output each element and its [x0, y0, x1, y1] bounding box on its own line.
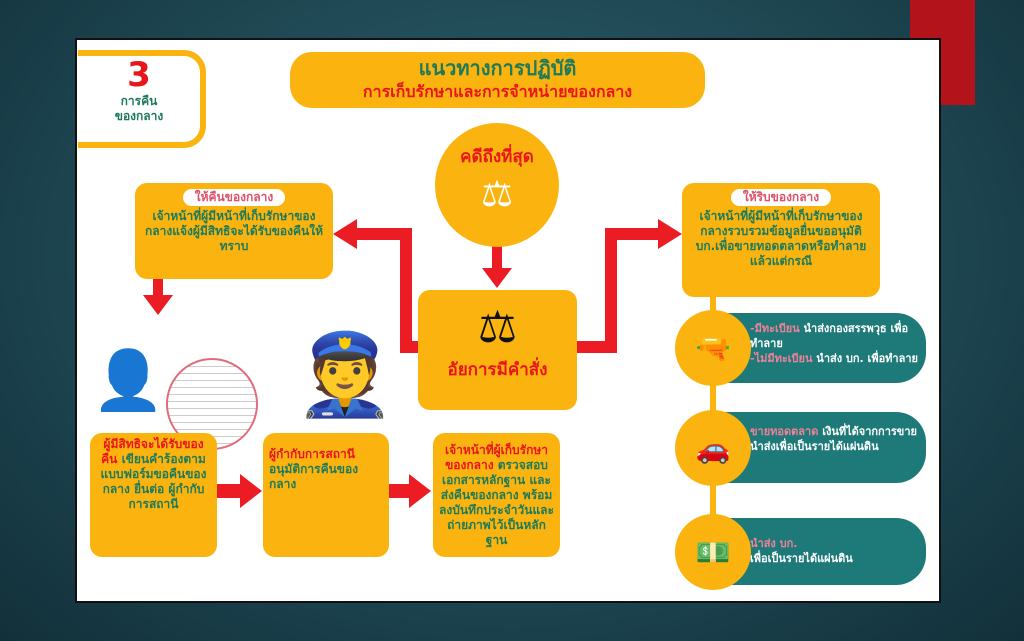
step-2-highlight: ผู้กำกับการสถานี [269, 447, 355, 461]
outcome-text: นำส่งกองสรรพวุธ เพื่อทำลาย [750, 322, 909, 350]
return-tag: ให้คืนของกลาง [182, 189, 286, 206]
outcome-firearm: -มีทะเบียน นำส่งกองสรรพวุธ เพื่อทำลาย -ไ… [712, 313, 926, 383]
arrow-right-connector [605, 228, 617, 353]
vehicle-icon: 🚗 [675, 410, 751, 486]
badge-label-1: การคืน [120, 94, 158, 108]
step-2-text: อนุมัติการคืนของกลาง [269, 462, 359, 491]
final-case-circle: คดีถึงที่สุด ⚖ [435, 123, 559, 247]
arrow-left-connector [400, 341, 420, 353]
arrow-head [658, 219, 682, 249]
money-icon: 💵 [675, 514, 751, 590]
page-subtitle: การเก็บรักษาและการจำหน่ายของกลาง [362, 82, 633, 101]
step-box-3: เจ้าหน้าที่ผู้เก็บรักษาของกลาง ตรวจสอบเอ… [433, 433, 560, 557]
arrow-head [482, 268, 512, 288]
police-officer-icon: 👮 [295, 328, 395, 421]
outcome-text: นำส่ง บก. เพื่อทำลาย [812, 352, 918, 365]
arrow-right-connector [605, 228, 660, 240]
outcome-text: เพื่อเป็นรายได้แผ่นดิน [750, 552, 853, 565]
judge-scale-icon: ⚖ [477, 302, 518, 353]
gun-icon: 🔫 [675, 310, 751, 386]
arrow-left-connector [400, 228, 412, 353]
prosecutor-box: ⚖ อัยการมีคำสั่ง [418, 290, 577, 410]
return-text: เจ้าหน้าที่ผู้มีหน้าที่เก็บรักษาของกลางแ… [145, 209, 323, 253]
arrow-down-center [492, 245, 502, 270]
person-icon: 👤 [92, 346, 165, 414]
forfeit-box: ให้ริบของกลาง เจ้าหน้าที่ผู้มีหน้าที่เก็… [682, 183, 880, 297]
arrow-left-connector [355, 228, 412, 240]
prosecutor-label: อัยการมีคำสั่ง [447, 360, 548, 380]
final-case-label: คดีถึงที่สุด [460, 147, 534, 167]
arrow-head [240, 474, 262, 508]
outcome-highlight: -ไม่มีทะเบียน [750, 352, 813, 365]
arrow-down-left [153, 279, 163, 297]
outcome-highlight: -มีทะเบียน [750, 322, 800, 335]
outcome-text: เงินที่ได้จากการขาย นำส่งเพื่อเป็นรายได้… [750, 425, 917, 453]
forfeit-tag: ให้ริบของกลาง [730, 189, 832, 206]
step-3-text: ตรวจสอบเอกสารหลักฐาน และส่งคืนของกลาง พร… [439, 458, 554, 547]
section-badge: 3 การคืน ของกลาง [78, 50, 206, 148]
arrow-head [409, 474, 431, 508]
step-box-1: ผู้มีสิทธิจะได้รับของคืน เขียนคำร้องตามแ… [90, 433, 217, 557]
gavel-icon: ⚖ [480, 174, 514, 215]
step-1-highlight: ผู้มีสิทธิจะได้รับของคืน [101, 437, 204, 466]
badge-label-2: ของกลาง [114, 109, 164, 123]
step-3-highlight: เจ้าหน้าที่ผู้เก็บรักษาของกลาง [444, 443, 548, 472]
outcome-highlight: ขายทอดตลาด [750, 425, 819, 438]
arrow-step-2 [389, 484, 411, 498]
arrow-head [143, 295, 173, 315]
outcome-highlight: นำส่ง บก. [750, 537, 798, 550]
arrow-head [333, 219, 357, 249]
forfeit-text: เจ้าหน้าที่ผู้มีหน้าที่เก็บรักษาของกลางร… [695, 209, 867, 268]
step-1-text: เขียนคำร้องตามแบบฟอร์มขอคืนของกลาง ยื่นต… [100, 452, 207, 511]
return-box: ให้คืนของกลาง เจ้าหน้าที่ผู้มีหน้าที่เก็… [135, 183, 333, 279]
arrow-step-1 [217, 484, 242, 498]
badge-number: 3 [127, 55, 151, 95]
step-box-2: ผู้กำกับการสถานี อนุมัติการคืนของกลาง [263, 433, 389, 557]
title-banner: แนวทางการปฏิบัติ การเก็บรักษาและการจำหน่… [290, 52, 705, 108]
page-title: แนวทางการปฏิบัติ [418, 56, 577, 80]
